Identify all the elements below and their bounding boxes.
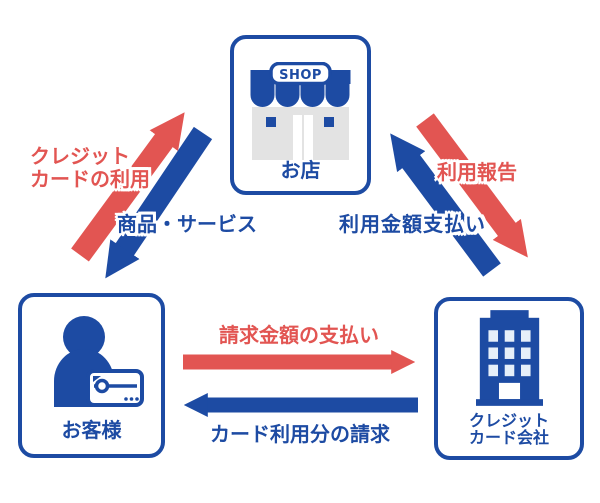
flow-label-usage-amount-payment: 利用金額支払い: [339, 212, 486, 236]
flow-label-usage-report: 利用報告: [437, 160, 517, 184]
arrow-usage-report: [416, 113, 528, 258]
card-company-label-line1: クレジット: [468, 411, 549, 430]
arrow-usage-amount-payment: [390, 133, 501, 277]
flow-label-goods-services: 商品・サービス: [117, 212, 257, 236]
flow-label-card-usage-billing: カード利用分の請求: [210, 422, 390, 446]
node-shop: SHOP お店: [230, 35, 371, 195]
node-customer: お客様: [18, 293, 165, 458]
flow-label-credit-card-use: クレジット カードの利用: [30, 144, 150, 191]
node-card-company: クレジット カード会社: [434, 297, 584, 460]
arrow-credit-card-use: [71, 112, 185, 262]
arrow-goods-services: [105, 126, 213, 279]
customer-label: お客様: [61, 418, 122, 442]
card-company-label-line2: カード会社: [468, 428, 549, 447]
storefront-icon: SHOP: [250, 62, 351, 160]
person-with-credit-card-icon: [54, 316, 144, 407]
flow-label-billed-amount-payment: 請求金額の支払い: [219, 323, 379, 347]
office-building-icon: [476, 310, 543, 406]
card-company-label: クレジット カード会社: [438, 412, 580, 446]
shop-sign-text: SHOP: [279, 68, 322, 83]
shop-label: お店: [280, 158, 321, 182]
